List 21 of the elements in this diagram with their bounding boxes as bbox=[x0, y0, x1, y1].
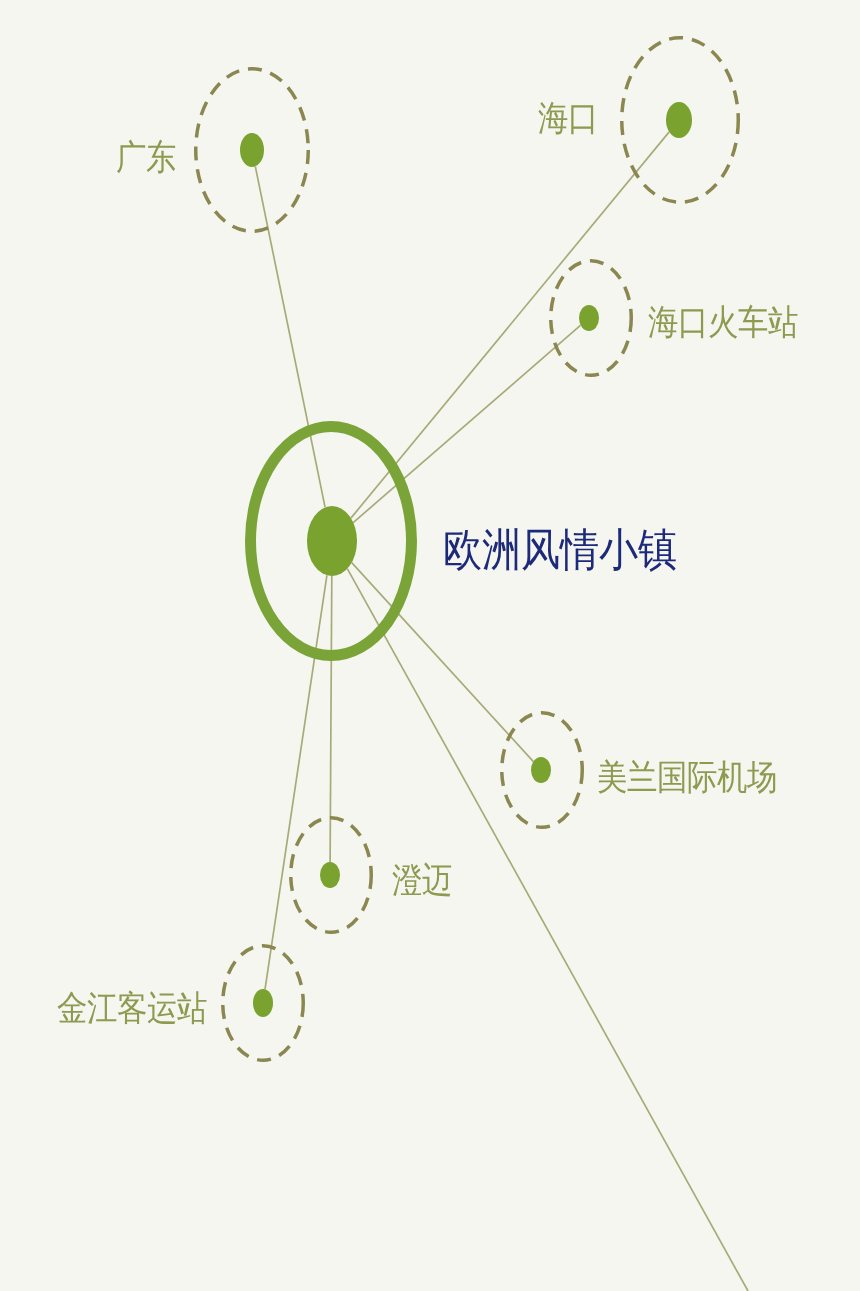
place-label: 广东 bbox=[116, 138, 176, 176]
place-label: 海口 bbox=[538, 99, 598, 137]
location-dot bbox=[531, 757, 551, 783]
place-label: 澄迈 bbox=[392, 861, 452, 899]
place-label: 海口火车站 bbox=[648, 303, 798, 341]
location-dot bbox=[666, 102, 692, 138]
location-dot bbox=[579, 305, 599, 331]
connector-line bbox=[350, 561, 535, 763]
place-label: 欧洲风情小镇 bbox=[443, 526, 677, 576]
location-dot bbox=[240, 133, 264, 167]
connector-line bbox=[254, 165, 326, 509]
connector-line bbox=[264, 574, 328, 991]
connector-line bbox=[350, 131, 671, 519]
place-label: 美兰国际机场 bbox=[597, 758, 777, 796]
center-dot bbox=[307, 506, 357, 576]
location-dot bbox=[253, 989, 273, 1017]
place-label: 金江客运站 bbox=[57, 989, 207, 1027]
connector-line bbox=[352, 324, 582, 524]
connector-line bbox=[346, 567, 749, 1291]
location-dot bbox=[320, 862, 340, 888]
connector-line bbox=[329, 575, 333, 863]
